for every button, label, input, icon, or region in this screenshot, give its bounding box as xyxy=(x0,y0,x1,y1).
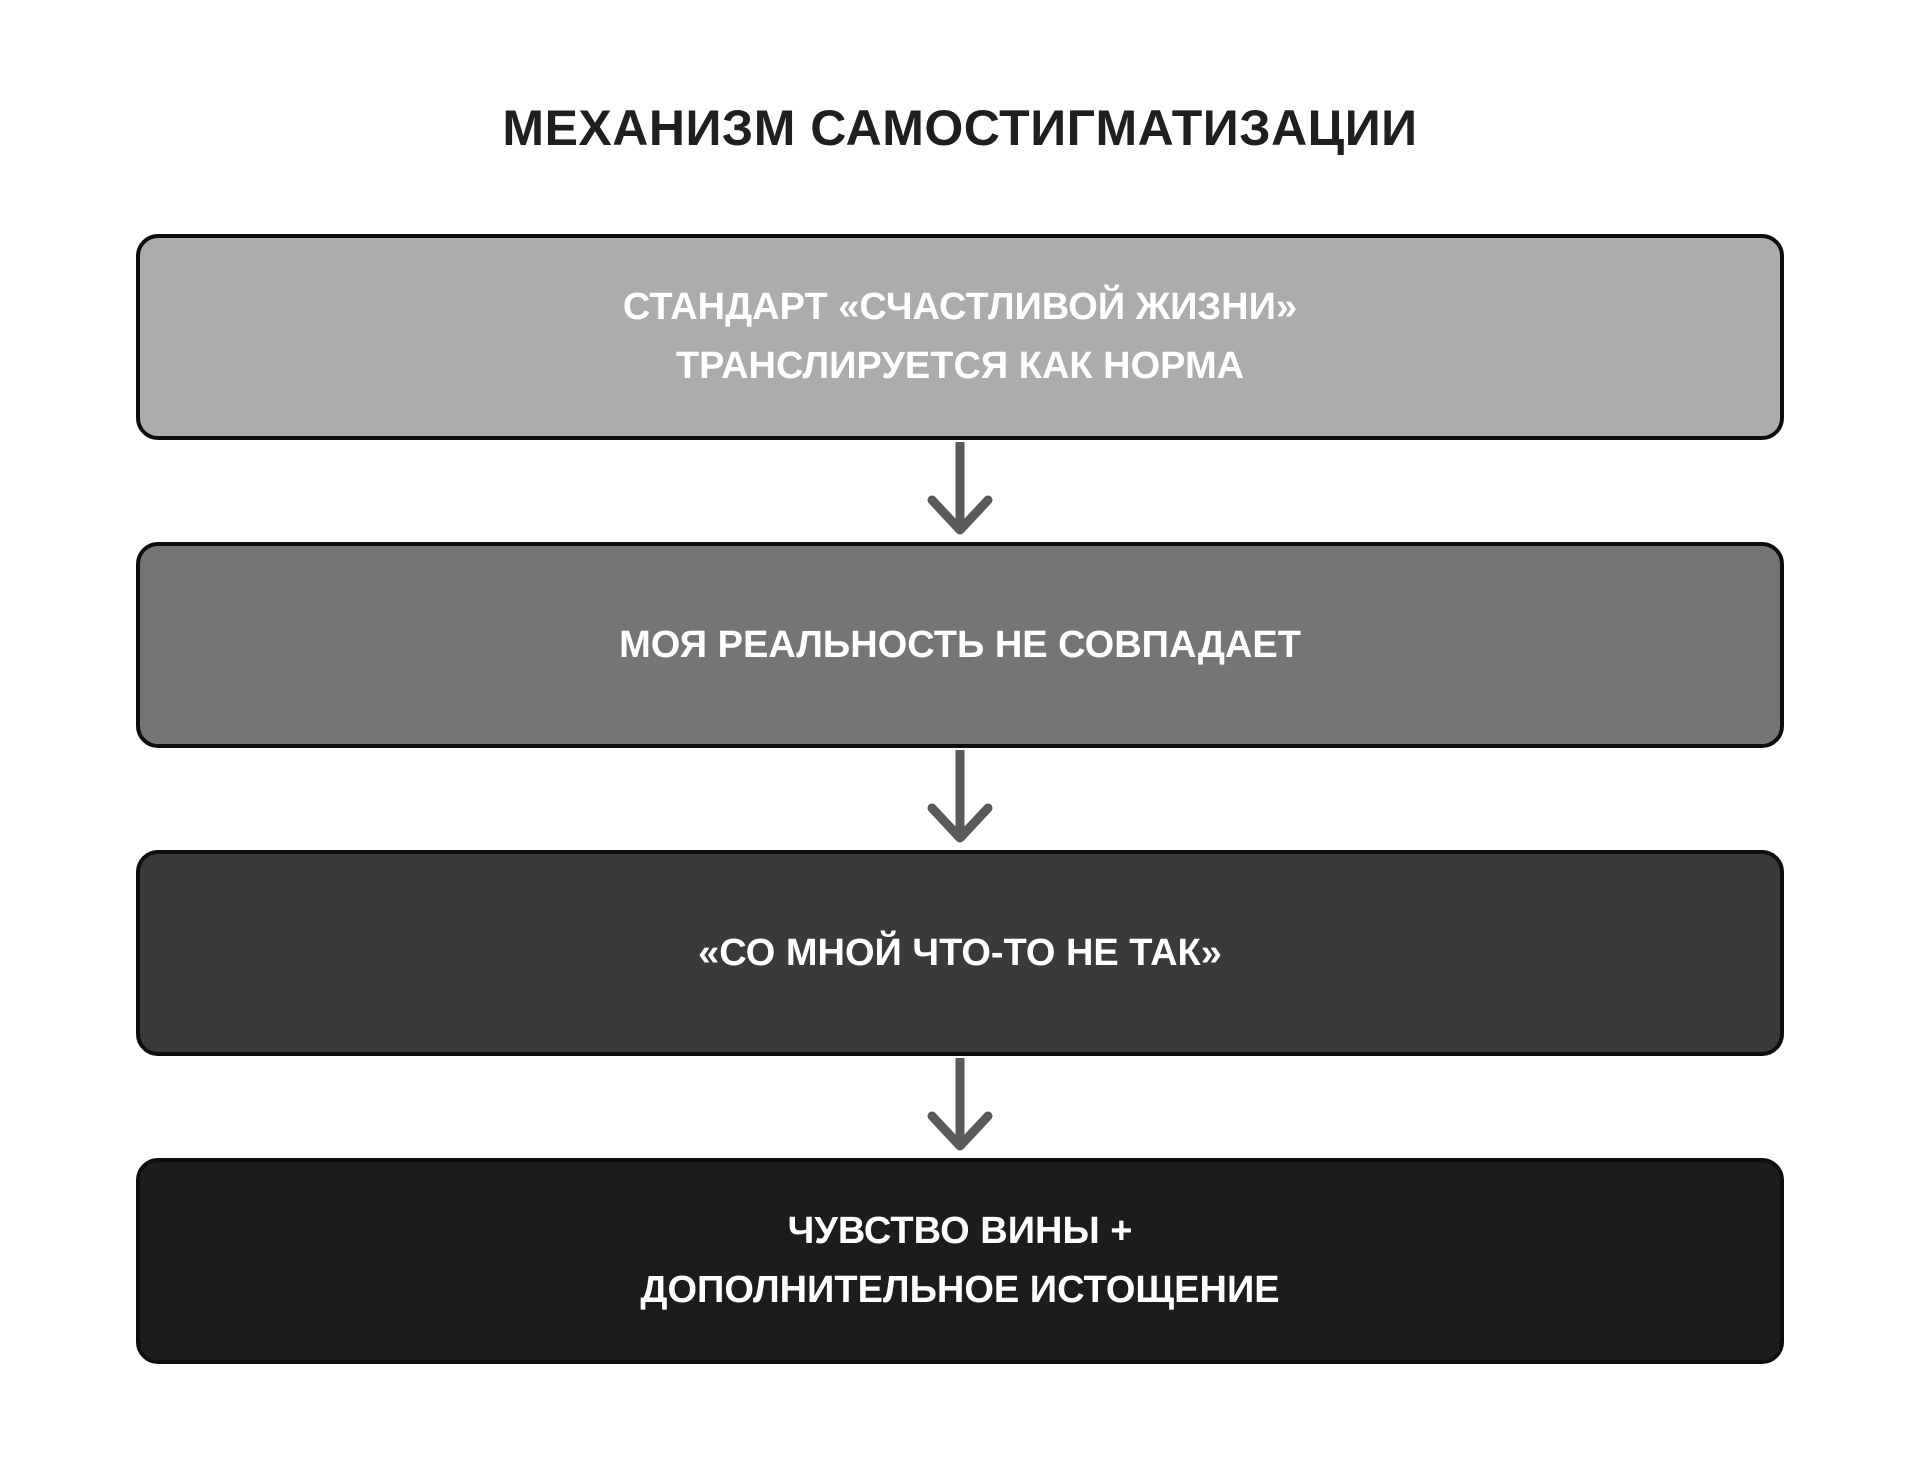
step-box-reality-mismatch: МОЯ РЕАЛЬНОСТЬ НЕ СОВПАДАЕТ xyxy=(136,542,1784,748)
step-box-guilt-exhaustion: ЧУВСТВО ВИНЫ + ДОПОЛНИТЕЛЬНОЕ ИСТОЩЕНИЕ xyxy=(136,1158,1784,1364)
step-4-line-2: ДОПОЛНИТЕЛЬНОЕ ИСТОЩЕНИЕ xyxy=(640,1269,1280,1311)
arrow-down-icon xyxy=(927,1058,993,1151)
arrow-1-head xyxy=(927,495,993,535)
arrow-3-head xyxy=(927,1111,993,1151)
step-1-line-2: ТРАНСЛИРУЕТСЯ КАК НОРМА xyxy=(675,345,1245,387)
step-4-line-1: ЧУВСТВО ВИНЫ + xyxy=(787,1210,1133,1252)
arrow-2-head xyxy=(927,803,993,843)
diagram-title: МЕХАНИЗМ САМОСТИГМАТИЗАЦИИ xyxy=(502,100,1418,156)
step-box-standard-norm: СТАНДАРТ «СЧАСТЛИВОЙ ЖИЗНИ» ТРАНСЛИРУЕТС… xyxy=(136,234,1784,440)
step-3-line-1: «СО МНОЙ ЧТО-ТО НЕ ТАК» xyxy=(698,931,1222,974)
arrow-down-icon xyxy=(927,442,993,535)
step-2-line-1: МОЯ РЕАЛЬНОСТЬ НЕ СОВПАДАЕТ xyxy=(619,623,1301,666)
step-box-something-wrong: «СО МНОЙ ЧТО-ТО НЕ ТАК» xyxy=(136,850,1784,1056)
arrow-down-icon xyxy=(927,750,993,843)
step-1-line-1: СТАНДАРТ «СЧАСТЛИВОЙ ЖИЗНИ» xyxy=(622,286,1298,328)
